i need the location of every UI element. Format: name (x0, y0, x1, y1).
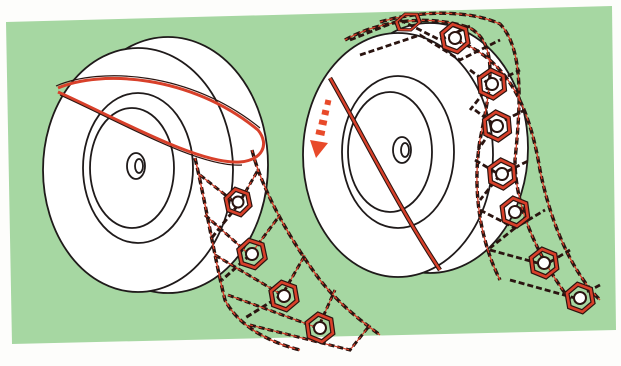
right-tire (303, 23, 528, 277)
left-ring (306, 312, 334, 343)
right-ring (530, 247, 558, 278)
right-ring (501, 196, 529, 227)
